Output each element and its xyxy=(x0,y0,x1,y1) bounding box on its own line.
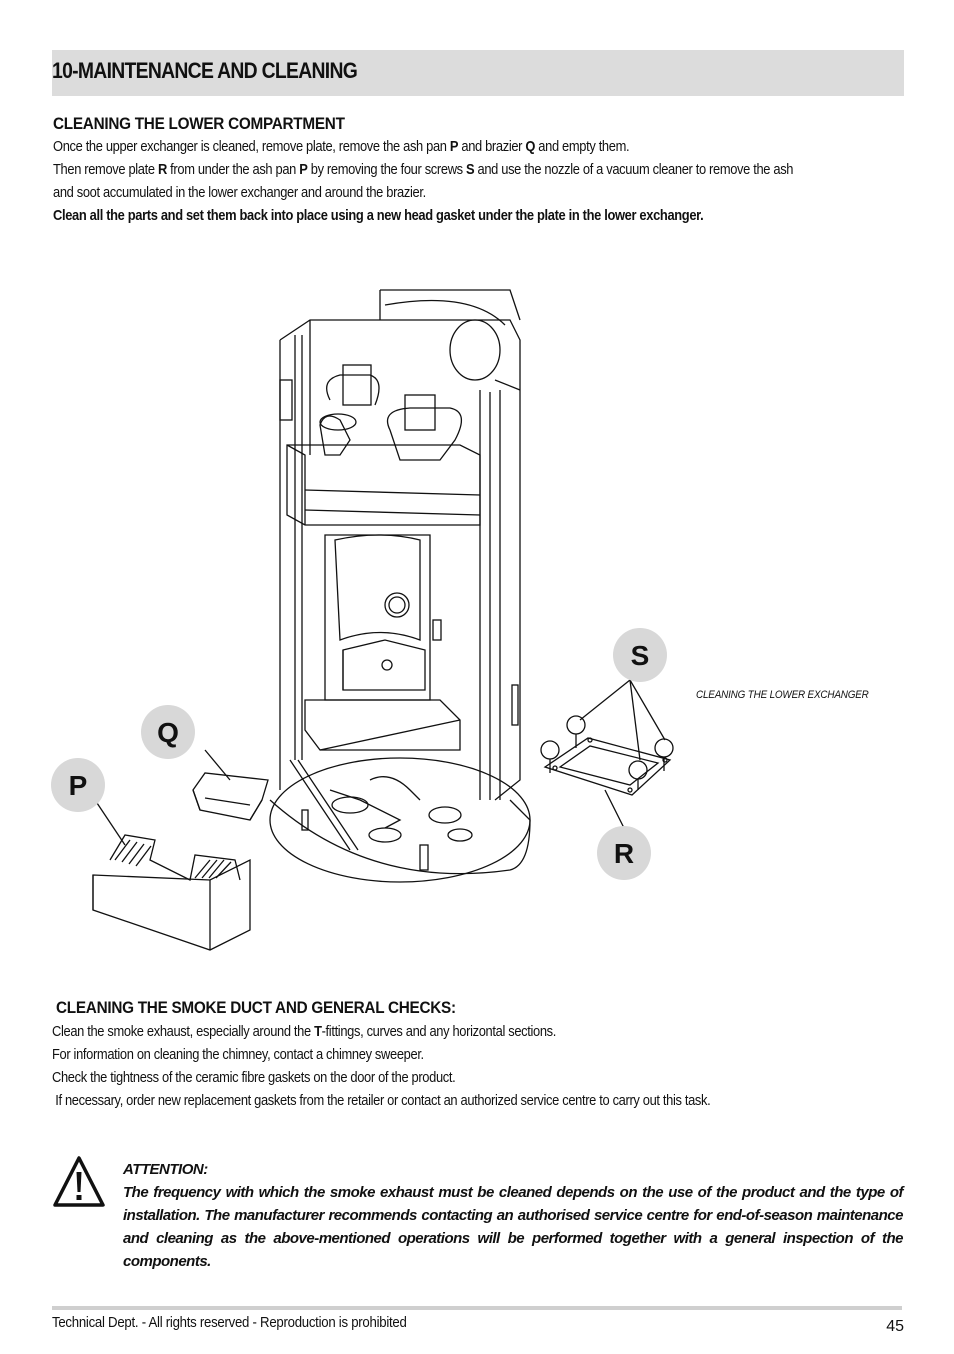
brazier-q xyxy=(192,772,269,821)
callout-s-label: S xyxy=(631,640,650,671)
attention-title: ATTENTION: xyxy=(123,1161,208,1178)
ash-pan-p xyxy=(92,834,251,951)
leader-line-p xyxy=(94,799,126,846)
callout-p-circle xyxy=(51,758,105,812)
callout-r-label: R xyxy=(614,838,634,869)
smoke-duct-text: Clean the smoke exhaust, especially arou… xyxy=(52,1020,711,1112)
leader-line-q xyxy=(204,749,231,781)
paragraph-line: If necessary, order new replacement gask… xyxy=(52,1092,711,1109)
callout-q-label: Q xyxy=(157,717,179,748)
page-title: 10-MAINTENANCE AND CLEANING xyxy=(52,58,358,83)
stove-body xyxy=(279,289,521,871)
exploded-view-illustration: P Q S R xyxy=(51,289,674,951)
warning-icon xyxy=(53,1156,105,1207)
paragraph-line: Once the upper exchanger is cleaned, rem… xyxy=(53,138,630,155)
paragraph-line: For information on cleaning the chimney,… xyxy=(52,1046,424,1063)
paragraph-line: Clean the smoke exhaust, especially arou… xyxy=(52,1023,557,1040)
paragraph-line: and soot accumulated in the lower exchan… xyxy=(53,184,426,201)
section-title-lower-compartment: CLEANING THE LOWER COMPARTMENT xyxy=(53,114,345,133)
screws-s xyxy=(540,715,674,790)
leader-line-s xyxy=(579,679,666,761)
attention-block: ATTENTION: The frequency with which the … xyxy=(123,1158,904,1273)
callout-p-label: P xyxy=(69,770,88,801)
section-title-smoke-duct: CLEANING THE SMOKE DUCT AND GENERAL CHEC… xyxy=(56,998,456,1017)
page-number: 45 xyxy=(886,1318,904,1335)
footer-rule xyxy=(52,1306,902,1310)
figure-caption: CLEANING THE LOWER EXCHANGER xyxy=(696,689,869,701)
paragraph-line: Check the tightness of the ceramic fibre… xyxy=(52,1069,456,1086)
base-ellipse xyxy=(269,757,531,883)
attention-text: The frequency with which the smoke exhau… xyxy=(123,1184,904,1270)
callout-q-circle xyxy=(141,705,195,759)
footer-copyright: Technical Dept. - All rights reserved - … xyxy=(52,1314,407,1331)
lower-compartment-text: Once the upper exchanger is cleaned, rem… xyxy=(53,135,793,227)
callout-r-circle xyxy=(597,826,651,880)
section-header-bar xyxy=(52,50,904,96)
plate-r xyxy=(543,737,672,796)
callout-s-circle xyxy=(613,628,667,682)
paragraph-line: Then remove plate R from under the ash p… xyxy=(53,161,794,178)
paragraph-line-bold: Clean all the parts and set them back in… xyxy=(53,207,704,224)
base-plate xyxy=(269,799,531,875)
